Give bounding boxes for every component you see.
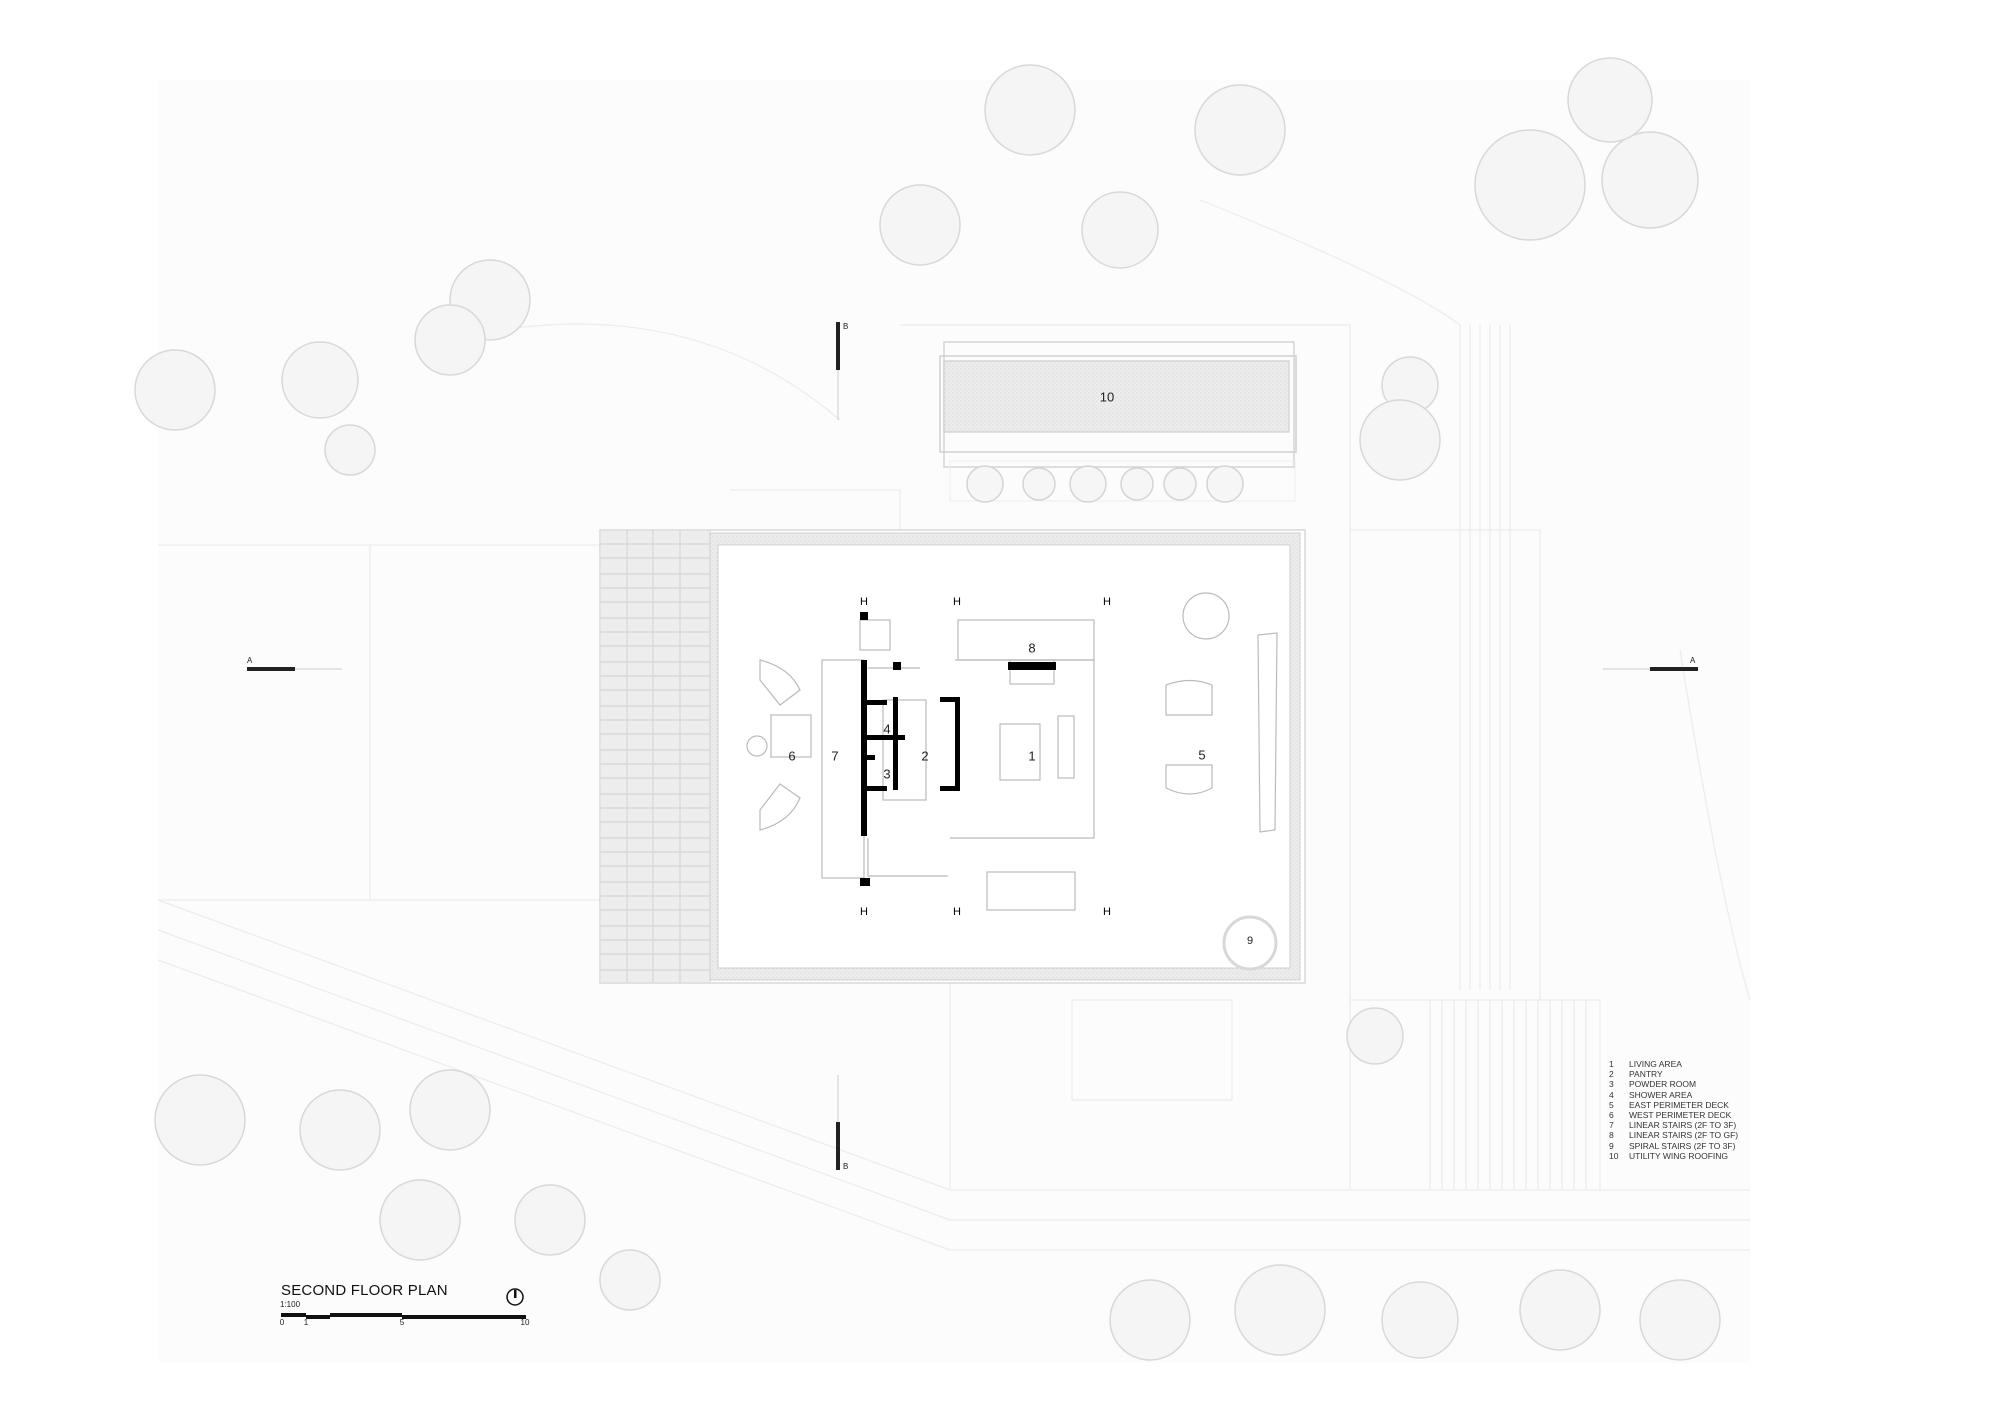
scale-tick: 10 (520, 1318, 530, 1327)
scale-tick: 1 (303, 1318, 309, 1327)
room-label-3: 3 (883, 766, 891, 782)
room-label-6: 6 (788, 748, 796, 764)
room-label-4: 4 (883, 721, 891, 737)
room-label-8: 8 (1028, 640, 1036, 656)
svg-text:H: H (1103, 906, 1111, 918)
room-label-5: 5 (1198, 747, 1206, 763)
svg-text:H: H (860, 596, 868, 608)
room-label-7: 7 (831, 748, 839, 764)
scale-tick: 5 (399, 1318, 405, 1327)
room-label-1: 1 (1028, 748, 1036, 764)
section-marker-a-right: A (1690, 656, 1696, 665)
svg-text:H: H (1103, 596, 1111, 608)
svg-text:H: H (953, 906, 961, 918)
north-arrow-icon (505, 1287, 525, 1307)
svg-text:H: H (953, 596, 961, 608)
section-marker-b-bottom: B (843, 1162, 849, 1171)
room-label-10: 10 (1099, 389, 1115, 405)
section-marker-a-left: A (247, 656, 253, 665)
room-label-9: 9 (1246, 935, 1254, 947)
drawing-title: SECOND FLOOR PLAN (281, 1282, 448, 1299)
scale-ratio: 1:100 (280, 1300, 301, 1309)
svg-text:H: H (860, 906, 868, 918)
room-label-2: 2 (921, 748, 929, 764)
scale-tick: 0 (279, 1318, 285, 1327)
section-marker-b-top: B (843, 322, 849, 331)
